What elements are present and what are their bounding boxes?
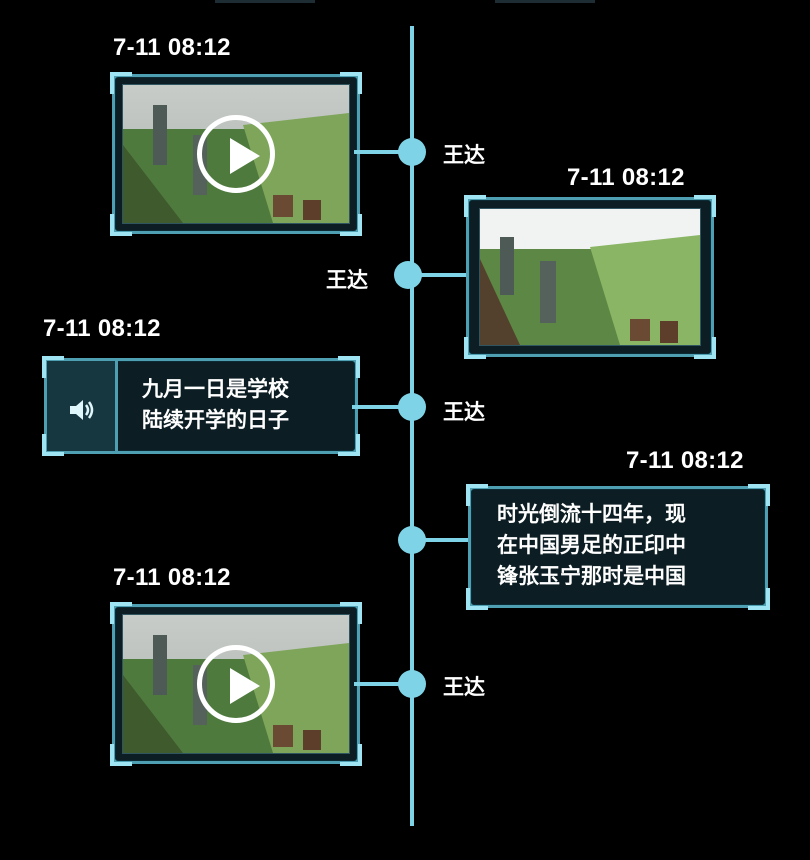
message-line: 九月一日是学校 xyxy=(142,377,289,401)
message-line: 陆续开学的日子 xyxy=(142,408,289,432)
connector xyxy=(410,538,468,542)
play-circle-icon[interactable] xyxy=(197,645,275,723)
voice-message-card[interactable]: 九月一日是学校 陆续开学的日子 xyxy=(42,356,360,456)
message-line: 锋张玉宁那时是中国 xyxy=(497,564,686,588)
author-name: 王达 xyxy=(443,400,485,424)
speaker-icon xyxy=(70,400,94,420)
author-name: 王达 xyxy=(326,268,368,292)
video-thumbnail[interactable] xyxy=(122,614,350,754)
image-card[interactable] xyxy=(464,195,716,359)
text-message-card[interactable]: 时光倒流十四年，现 在中国男足的正印中 锋张玉宁那时是中国 xyxy=(466,484,770,610)
connector xyxy=(410,273,466,277)
author-name: 王达 xyxy=(443,675,485,699)
timestamp: 7-11 08:12 xyxy=(567,164,685,191)
video-thumbnail[interactable] xyxy=(122,84,350,224)
top-divider xyxy=(495,0,595,3)
timestamp: 7-11 08:12 xyxy=(113,34,231,61)
timestamp: 7-11 08:12 xyxy=(43,315,161,342)
voice-play-button[interactable] xyxy=(47,361,118,451)
timeline-axis xyxy=(410,26,414,826)
video-card[interactable] xyxy=(110,72,362,236)
play-circle-icon[interactable] xyxy=(197,115,275,193)
image-thumbnail[interactable] xyxy=(479,208,701,346)
connector xyxy=(354,150,410,154)
timeline-node xyxy=(398,138,426,166)
timeline-node xyxy=(398,393,426,421)
message-line: 时光倒流十四年，现 xyxy=(497,502,686,526)
connector xyxy=(354,682,410,686)
connector xyxy=(352,405,410,409)
timestamp: 7-11 08:12 xyxy=(626,447,744,474)
video-card[interactable] xyxy=(110,602,362,766)
timeline-node xyxy=(394,261,422,289)
author-name: 王达 xyxy=(443,143,485,167)
timeline-node xyxy=(398,526,426,554)
timestamp: 7-11 08:12 xyxy=(113,564,231,591)
message-line: 在中国男足的正印中 xyxy=(497,533,686,557)
top-divider xyxy=(215,0,315,3)
timeline-node xyxy=(398,670,426,698)
